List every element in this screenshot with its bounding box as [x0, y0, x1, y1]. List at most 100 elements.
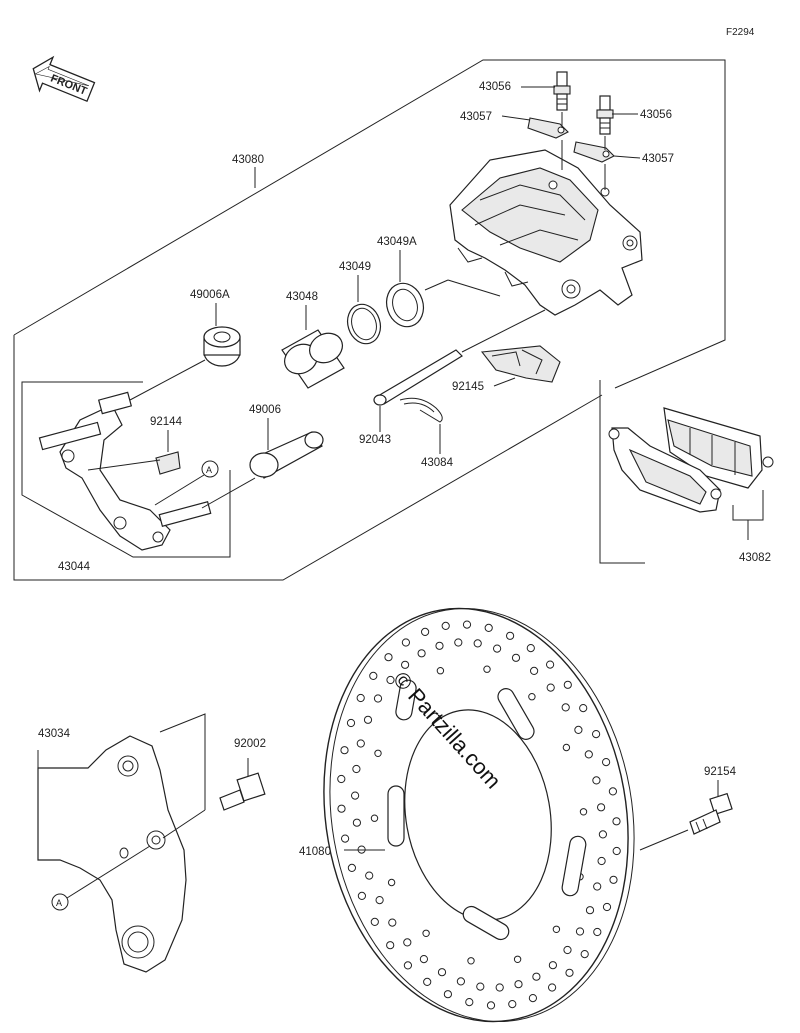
bolt-92002	[219, 772, 266, 811]
disc-vent-hole	[562, 743, 571, 752]
disc-vent-hole	[352, 818, 361, 827]
disc-vent-hole	[565, 968, 574, 977]
disc-vent-hole	[612, 846, 621, 856]
disc-vent-hole	[483, 665, 491, 673]
disc-vent-hole	[363, 715, 373, 724]
disc-vent-hole	[580, 950, 589, 959]
disc-vent-hole	[369, 671, 378, 681]
disc-vent-hole	[593, 882, 602, 891]
disc-vent-hole	[341, 834, 350, 843]
disc-vent-hole	[552, 925, 561, 933]
callout-a-upper: A	[201, 460, 219, 478]
disc-vent-hole	[548, 983, 557, 992]
disc-vent-hole	[506, 631, 515, 640]
label-43056-right: 43056	[640, 109, 672, 121]
disc-vent-hole	[419, 955, 428, 964]
front-arrow-icon: FRONT	[32, 55, 96, 103]
label-92043: 92043	[359, 434, 391, 446]
brake-pad-rear	[663, 407, 774, 489]
caliper-bracket-43044	[38, 391, 212, 551]
disc-vent-hole	[356, 693, 365, 703]
figure-code: F2294	[726, 27, 755, 38]
caliper-bracket-43034	[37, 735, 187, 973]
label-43084: 43084	[421, 457, 454, 469]
disc-vent-hole	[511, 653, 521, 662]
spring-92144	[155, 451, 181, 475]
disc-vent-hole	[574, 725, 583, 735]
disc-vent-hole	[375, 896, 384, 905]
disc-vent-hole	[530, 666, 539, 676]
disc-vent-hole	[484, 623, 493, 633]
disc-vent-hole	[608, 787, 618, 796]
disc-vent-hole	[563, 945, 572, 955]
disc-vent-hole	[441, 621, 450, 631]
label-43044: 43044	[58, 561, 91, 573]
pad-spring-92145	[480, 345, 561, 383]
disc-vent-hole	[532, 972, 541, 981]
boot-49006	[249, 431, 324, 479]
disc-vent-hole	[443, 990, 452, 999]
disc-vent-hole	[563, 680, 572, 689]
disc-vent-hole	[352, 764, 361, 774]
bracket-subframe	[21, 381, 231, 558]
label-43049: 43049	[339, 261, 371, 273]
disc-vent-hole	[422, 929, 430, 937]
disc-vent-hole	[546, 683, 555, 692]
bleeder-cap-right	[573, 141, 615, 163]
disc-vent-hole	[423, 977, 432, 987]
label-92144: 92144	[150, 416, 183, 428]
svg-text:A: A	[206, 465, 212, 475]
disc-vent-hole	[454, 638, 463, 647]
disc-vent-hole	[465, 998, 474, 1007]
disc-vent-hole	[597, 856, 606, 866]
disc-vent-hole	[528, 994, 538, 1003]
disc-vent-hole	[384, 653, 393, 662]
disc-vent-hole	[437, 968, 447, 977]
disc-vent-hole	[370, 814, 379, 822]
pad-pin-92043	[373, 309, 546, 406]
disc-vent-hole	[528, 693, 536, 701]
disc-vent-hole	[597, 803, 606, 812]
label-92154: 92154	[704, 766, 737, 778]
disc-vent-hole	[356, 739, 365, 748]
disc-vent-hole	[388, 918, 397, 927]
disc-vent-hole	[401, 638, 410, 647]
disc-vent-hole	[346, 718, 356, 728]
disc-vent-hole	[598, 830, 608, 839]
label-43056-left: 43056	[479, 81, 511, 93]
disc-vent-hole	[374, 749, 382, 757]
disc-vent-holes	[337, 620, 621, 1010]
disc-vent-hole	[337, 774, 346, 784]
label-92002: 92002	[234, 738, 266, 750]
boot-49006A	[203, 326, 241, 367]
svg-text:A: A	[56, 898, 62, 908]
label-43082: 43082	[739, 552, 771, 564]
brake-pad-front	[608, 427, 722, 513]
brake-disc	[323, 607, 635, 1023]
disc-vent-hole	[612, 817, 621, 826]
label-43049A: 43049A	[377, 236, 417, 248]
disc-vent-hole	[508, 1000, 517, 1009]
disc-vent-hole	[456, 977, 465, 986]
disc-vent-hole	[602, 902, 612, 912]
disc-vent-hole	[473, 639, 482, 648]
caliper-body	[449, 149, 643, 316]
disc-vent-hole	[351, 791, 360, 800]
disc-vent-hole	[387, 878, 396, 887]
disc-vent-hole	[593, 927, 602, 937]
disc-vent-hole	[476, 982, 485, 991]
piston-seal-43049	[346, 303, 382, 345]
disc-vent-hole	[357, 891, 366, 901]
disc-vent-hole	[373, 694, 383, 703]
piston-43048	[281, 329, 345, 389]
disc-vent-hole	[592, 730, 601, 739]
disc-vent-hole	[462, 620, 472, 629]
label-43080: 43080	[232, 154, 264, 166]
clip-43084	[399, 397, 443, 423]
disc-vent-hole	[513, 955, 522, 963]
disc-vent-hole	[435, 641, 444, 650]
disc-vent-hole	[417, 649, 426, 658]
disc-vent-hole	[584, 750, 593, 759]
disc-vent-hole	[592, 776, 601, 785]
